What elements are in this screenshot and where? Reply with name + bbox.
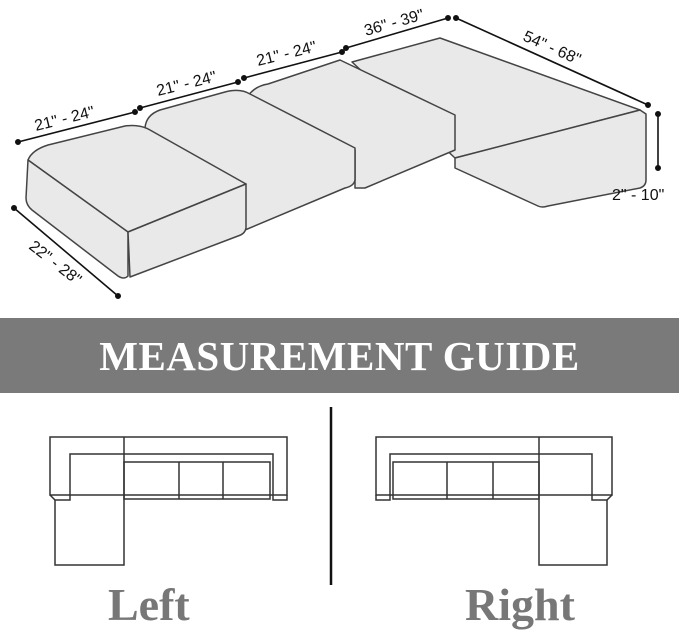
front-seat-cushion (25, 124, 247, 279)
thickness-label: 2" - 10" (612, 187, 664, 204)
chaise-length-label: 54" - 68" (520, 28, 583, 68)
page-title: MEASUREMENT GUIDE (99, 332, 580, 379)
right-option-label: Right (465, 579, 575, 630)
front-depth-label: 22" - 28" (26, 238, 85, 289)
right-sofa-diagram (375, 436, 613, 566)
left-sofa-diagram (49, 436, 288, 566)
title-banner: MEASUREMENT GUIDE (0, 318, 679, 393)
seat3-width-label: 21" - 24" (255, 39, 318, 70)
corner-width-label: 36" - 39" (362, 7, 425, 40)
middle-seat-cushion (144, 89, 356, 231)
corner-seat-cushion (247, 59, 456, 189)
left-option-label: Left (108, 579, 190, 630)
